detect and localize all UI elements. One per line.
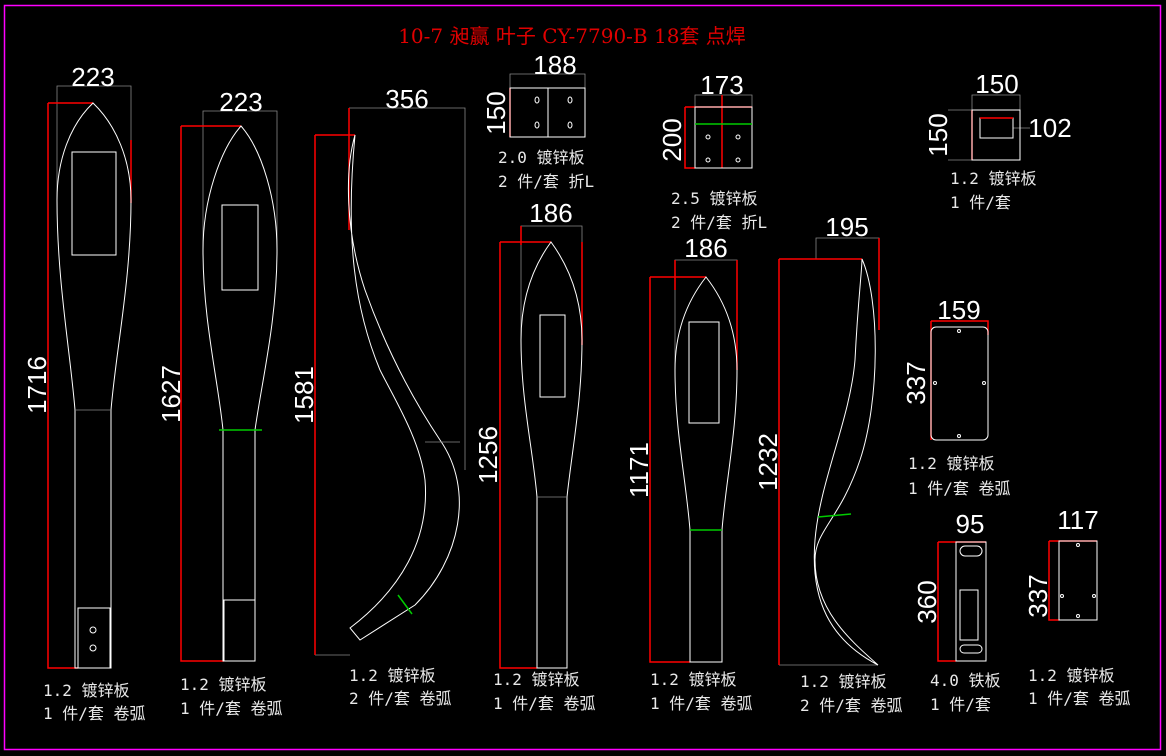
part-material: 1.2 镀锌板 (43, 681, 130, 700)
dim-height: 1171 (624, 442, 654, 498)
dim-width: 150 (975, 69, 1018, 99)
part-leaf-1627[interactable]: 223 1627 1.2 镀锌板 1 件/套 卷弧 (156, 87, 283, 718)
part-quantity: 1 件/套 (930, 695, 991, 714)
part-quantity: 1 件/套 卷弧 (908, 479, 1011, 498)
part-quantity: 1 件/套 卷弧 (650, 694, 753, 713)
part-material: 1.2 镀锌板 (1028, 666, 1115, 685)
part-panel-117x337[interactable]: 117 337 1.2 镀锌板 1 件/套 卷弧 (1023, 505, 1131, 708)
part-quantity: 2 件/套 折L (498, 172, 594, 191)
part-material: 1.2 镀锌板 (493, 670, 580, 689)
dim-width: 188 (533, 50, 576, 80)
dim-inner: 102 (1028, 113, 1071, 143)
part-quantity: 1 件/套 卷弧 (493, 694, 596, 713)
dim-height: 150 (481, 91, 511, 134)
part-leaf-1716[interactable]: 223 1716 1.2 镀锌板 1 件/套 卷弧 (22, 62, 146, 723)
dim-width: 173 (700, 70, 743, 100)
dim-height: 360 (912, 580, 942, 623)
part-quantity: 1 件/套 卷弧 (180, 699, 283, 718)
dim-width: 159 (937, 295, 980, 325)
part-quantity: 1 件/套 卷弧 (1028, 689, 1131, 708)
part-panel-159x337[interactable]: 159 337 1.2 镀锌板 1 件/套 卷弧 (901, 295, 1011, 498)
dim-width: 195 (825, 212, 868, 242)
dim-height: 1232 (753, 433, 783, 491)
part-material: 1.2 镀锌板 (349, 666, 436, 685)
part-material: 2.0 镀锌板 (498, 148, 585, 167)
part-quantity: 1 件/套 (950, 193, 1011, 212)
part-quantity: 2 件/套 卷弧 (800, 696, 903, 715)
part-material: 1.2 镀锌板 (908, 454, 995, 473)
drawing-title: 10-7 昶赢 叶子 CY-7790-B 18套 点焊 (398, 24, 746, 48)
dim-height: 150 (923, 113, 953, 156)
part-quantity: 2 件/套 折L (671, 213, 767, 232)
part-material: 2.5 镀锌板 (671, 189, 758, 208)
dim-width: 356 (385, 84, 428, 114)
dim-height: 1256 (473, 426, 503, 484)
dim-height: 337 (1023, 574, 1053, 617)
dim-width: 117 (1057, 505, 1098, 535)
part-leaf-1171[interactable]: 186 1171 1.2 镀锌板 1 件/套 卷弧 (624, 233, 753, 713)
part-quantity: 2 件/套 卷弧 (349, 689, 452, 708)
dim-height: 1716 (22, 356, 52, 414)
part-leaf-1256[interactable]: 186 1256 1.2 镀锌板 1 件/套 卷弧 (473, 198, 596, 713)
dim-height: 1581 (289, 366, 319, 424)
dim-width: 186 (529, 198, 572, 228)
dim-height: 1627 (156, 365, 186, 423)
part-material: 1.2 镀锌板 (800, 672, 887, 691)
dim-width: 223 (219, 87, 262, 117)
part-material: 1.2 镀锌板 (950, 169, 1037, 188)
part-square-150[interactable]: 150 102 150 1.2 镀锌板 1 件/套 (923, 69, 1072, 212)
part-material: 1.2 镀锌板 (180, 675, 267, 694)
sheet-border (3, 4, 1162, 751)
part-quantity: 1 件/套 卷弧 (43, 704, 146, 723)
part-material: 1.2 镀锌板 (650, 670, 737, 689)
dim-width: 223 (71, 62, 114, 92)
dim-height: 337 (901, 361, 931, 404)
dim-width: 95 (956, 509, 985, 539)
part-bracket-188x150[interactable]: 188 150 2.0 镀锌板 2 件/套 折L (481, 50, 594, 191)
dim-width: 186 (684, 233, 727, 263)
part-bracket-173x200[interactable]: 173 200 2.5 镀锌板 2 件/套 折L (657, 70, 767, 232)
part-curved-leaf-1581[interactable]: 356 1581 1.2 镀锌板 2 件/套 卷弧 (289, 84, 466, 708)
dim-height: 200 (657, 118, 687, 161)
part-curved-leaf-1232[interactable]: 195 1232 1.2 镀锌板 2 件/套 卷弧 (753, 212, 903, 715)
part-plate-95x360[interactable]: 95 360 4.0 铁板 1 件/套 (912, 509, 1001, 714)
part-material: 4.0 铁板 (930, 671, 1001, 690)
